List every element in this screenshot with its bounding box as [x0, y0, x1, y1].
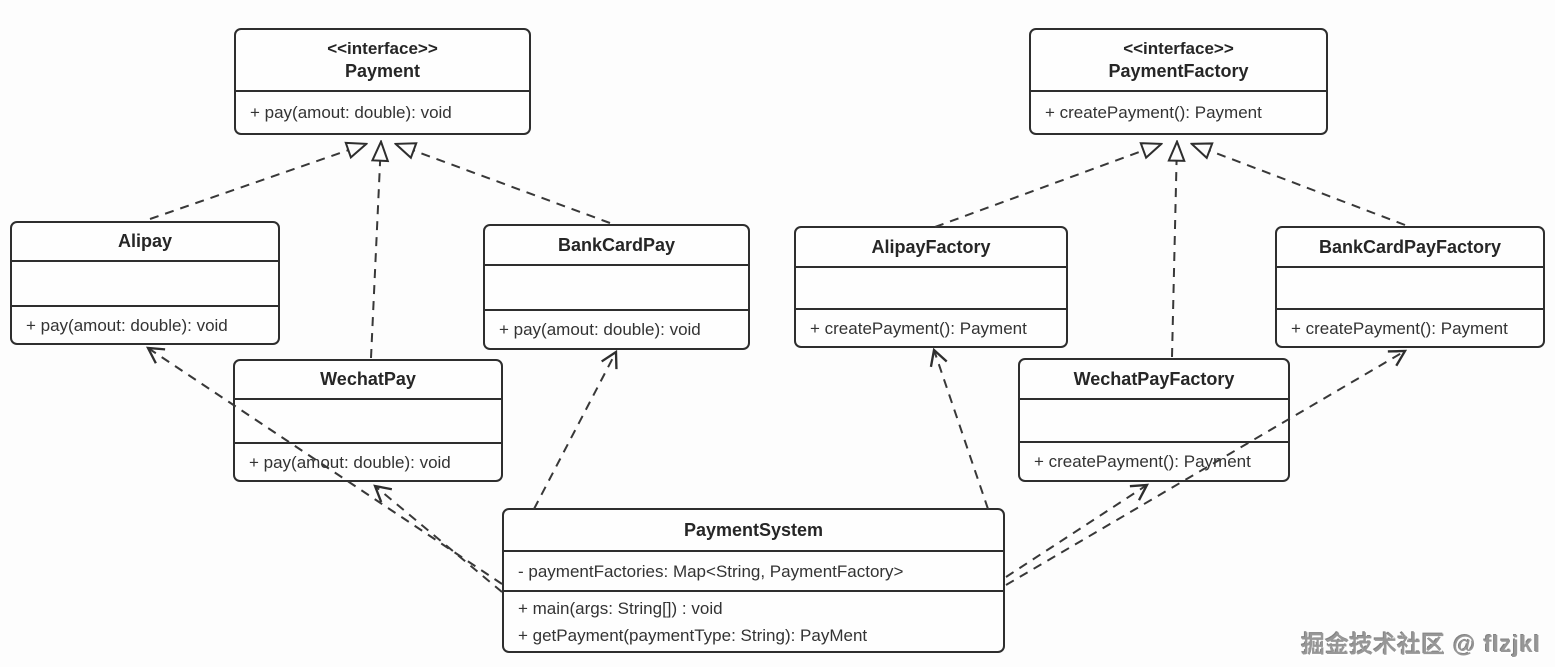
realization-bankcardpayfactory-paymentfactory: [1192, 144, 1406, 226]
method-text: + createPayment(): Payment: [1291, 318, 1508, 338]
class-name: BankCardPayFactory: [1318, 236, 1502, 257]
methods-section: + pay(amout: double): void: [235, 442, 501, 480]
realization-wechatpayfactory-paymentfactory: [1172, 142, 1177, 358]
method-text: + pay(amout: double): void: [499, 320, 701, 339]
class-name: Payment: [344, 60, 421, 81]
class-box-wechatpay: WechatPay + pay(amout: double): void: [233, 359, 503, 482]
class-header: Alipay: [12, 223, 278, 260]
class-name: PaymentSystem: [683, 519, 824, 540]
method-text: + createPayment(): Payment: [810, 318, 1027, 338]
dependency-paymentsystem-wechatpay: [373, 484, 503, 593]
methods-section: + createPayment(): Payment: [796, 308, 1066, 346]
class-name: Alipay: [117, 231, 173, 251]
method-text: + createPayment(): Payment: [1034, 452, 1251, 471]
method-text: + pay(amout: double): void: [26, 315, 228, 335]
class-box-payment-system: PaymentSystem - paymentFactories: Map<St…: [502, 508, 1005, 653]
class-box-wechatpay-factory: WechatPayFactory + createPayment(): Paym…: [1018, 358, 1290, 482]
attributes-section: - paymentFactories: Map<String, PaymentF…: [504, 550, 1003, 590]
class-header: WechatPayFactory: [1020, 360, 1288, 398]
methods-section: + pay(amout: double): void: [485, 309, 748, 348]
attributes-section: [796, 266, 1066, 308]
stereotype-label: <<interface>>: [327, 38, 438, 58]
class-header: <<interface>> Payment: [236, 30, 529, 90]
realization-alipay-payment: [149, 144, 366, 220]
realization-alipayfactory-paymentfactory: [934, 144, 1161, 228]
methods-section: + pay(amout: double): void: [12, 305, 278, 343]
class-box-bankcardpay-factory: BankCardPayFactory + createPayment(): Pa…: [1275, 226, 1545, 348]
methods-section: + pay(amout: double): void: [236, 90, 529, 133]
method-text: + pay(amout: double): void: [250, 103, 452, 122]
dependency-paymentsystem-alipayfactory: [929, 347, 989, 510]
method-text: + getPayment(paymentType: String): PayMe…: [518, 625, 868, 645]
dependency-paymentsystem-bankcardpay: [533, 349, 618, 510]
class-box-payment-factory: <<interface>> PaymentFactory + createPay…: [1029, 28, 1328, 135]
class-box-payment: <<interface>> Payment + pay(amout: doubl…: [234, 28, 531, 135]
class-box-alipay: Alipay + pay(amout: double): void: [10, 221, 280, 345]
class-box-bankcardpay: BankCardPay + pay(amout: double): void: [483, 224, 750, 350]
attributes-section: [235, 398, 501, 442]
method-text: + main(args: String[]) : void: [518, 598, 723, 618]
class-name: WechatPayFactory: [1073, 368, 1235, 389]
dependency-paymentsystem-wechatpayfactory: [1005, 483, 1150, 578]
methods-section: + createPayment(): Payment: [1020, 441, 1288, 480]
class-header: PaymentSystem: [504, 510, 1003, 550]
class-name: PaymentFactory: [1108, 60, 1249, 81]
methods-section: + main(args: String[]) : void + getPayme…: [504, 590, 1003, 651]
class-header: BankCardPayFactory: [1277, 228, 1543, 266]
attribute-text: - paymentFactories: Map<String, PaymentF…: [518, 561, 904, 581]
methods-section: + createPayment(): Payment: [1277, 308, 1543, 346]
attributes-section: [485, 264, 748, 309]
class-header: <<interface>> PaymentFactory: [1031, 30, 1326, 90]
class-name: WechatPay: [320, 369, 416, 389]
class-header: WechatPay: [235, 361, 501, 398]
method-text: + pay(amout: double): void: [249, 452, 451, 472]
class-name: BankCardPay: [557, 234, 676, 255]
attributes-section: [12, 260, 278, 305]
method-text: + createPayment(): Payment: [1045, 103, 1262, 122]
realization-wechatpay-payment: [370, 142, 381, 359]
class-name: AlipayFactory: [871, 236, 991, 257]
attributes-section: [1020, 398, 1288, 441]
realization-bankcardpay-payment: [396, 144, 611, 224]
watermark-text: 掘金技术社区 @ flzjkl: [1301, 631, 1541, 657]
methods-section: + createPayment(): Payment: [1031, 90, 1326, 133]
class-box-alipay-factory: AlipayFactory + createPayment(): Payment: [794, 226, 1068, 348]
class-header: AlipayFactory: [796, 228, 1066, 266]
class-header: BankCardPay: [485, 226, 748, 264]
attributes-section: [1277, 266, 1543, 308]
stereotype-label: <<interface>>: [1123, 38, 1234, 58]
